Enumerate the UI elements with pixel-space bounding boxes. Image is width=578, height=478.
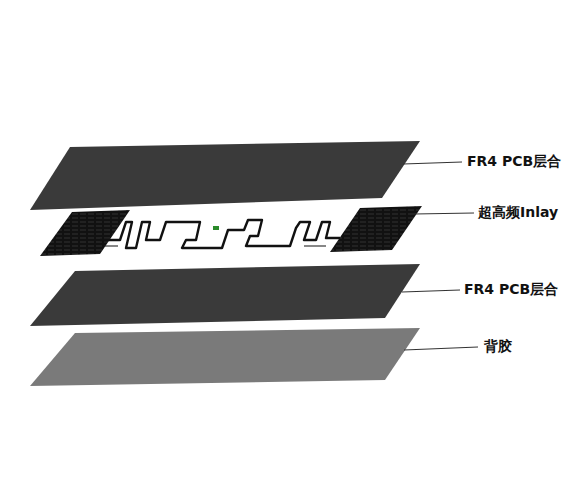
leader-line <box>402 162 478 350</box>
part-label: 背胶 <box>484 338 512 355</box>
part-label: 超高频Inlay <box>478 204 558 221</box>
fr4-layer <box>30 264 420 326</box>
fr4-layer <box>30 141 420 210</box>
part-label: FR4 PCB层合 <box>467 153 561 170</box>
uhf-inlay <box>40 206 422 256</box>
adhesive-layer <box>30 328 420 386</box>
part-label: FR4 PCB层合 <box>464 281 558 298</box>
